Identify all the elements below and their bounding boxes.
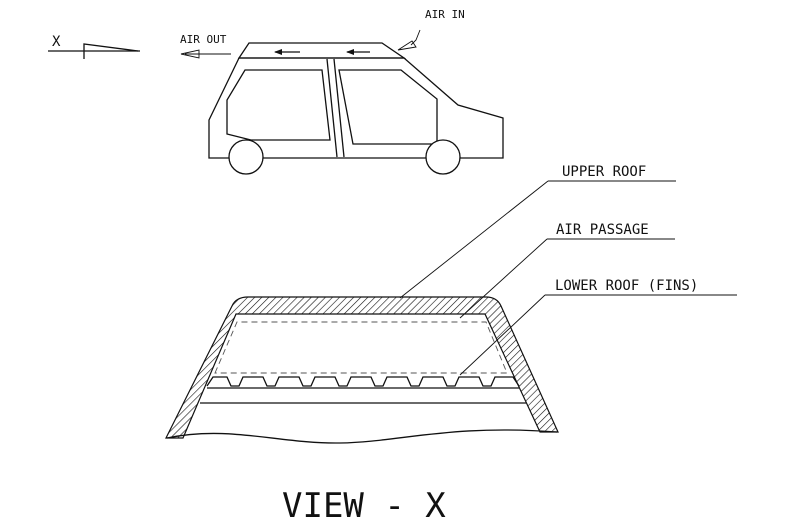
view-marker-label: X bbox=[52, 34, 61, 50]
front-window bbox=[338, 69, 438, 145]
air-passage-outline bbox=[214, 321, 508, 374]
view-marker: X bbox=[48, 34, 140, 59]
air-in-indicator: AIR IN bbox=[397, 8, 465, 51]
flow-arrow-2-icon bbox=[346, 49, 354, 55]
roof-cross-section bbox=[165, 296, 559, 444]
front-wheel bbox=[425, 139, 461, 175]
air-in-leader bbox=[410, 29, 421, 46]
car-side-view bbox=[208, 42, 504, 175]
air-out-arrow-icon bbox=[180, 49, 200, 59]
car-body bbox=[208, 57, 504, 159]
rear-window bbox=[226, 69, 331, 141]
break-line bbox=[166, 429, 558, 444]
view-arrow-icon bbox=[83, 43, 139, 52]
air-passage-leader bbox=[459, 238, 548, 319]
flow-arrow-1-icon bbox=[274, 49, 282, 55]
air-out-indicator: AIR OUT bbox=[180, 33, 231, 59]
lower-roof-leader bbox=[459, 294, 546, 376]
air-in-arrow-icon bbox=[397, 40, 417, 51]
lower-roof-label: LOWER ROOF (FINS) bbox=[555, 278, 698, 294]
air-out-label: AIR OUT bbox=[180, 33, 227, 46]
door-pillar-2 bbox=[333, 58, 345, 158]
air-in-label: AIR IN bbox=[425, 8, 465, 21]
lower-roof-fins bbox=[206, 376, 520, 387]
callouts: UPPER ROOF AIR PASSAGE LOWER ROOF (FINS) bbox=[399, 164, 737, 376]
roof-air-channel bbox=[237, 42, 407, 59]
upper-roof-shell bbox=[165, 296, 559, 439]
view-caption: VIEW - X bbox=[282, 486, 446, 525]
air-passage-label: AIR PASSAGE bbox=[556, 222, 649, 238]
rear-wheel bbox=[228, 139, 264, 175]
upper-roof-leader bbox=[399, 180, 549, 299]
door-pillar bbox=[326, 58, 338, 158]
upper-roof-label: UPPER ROOF bbox=[562, 164, 646, 180]
